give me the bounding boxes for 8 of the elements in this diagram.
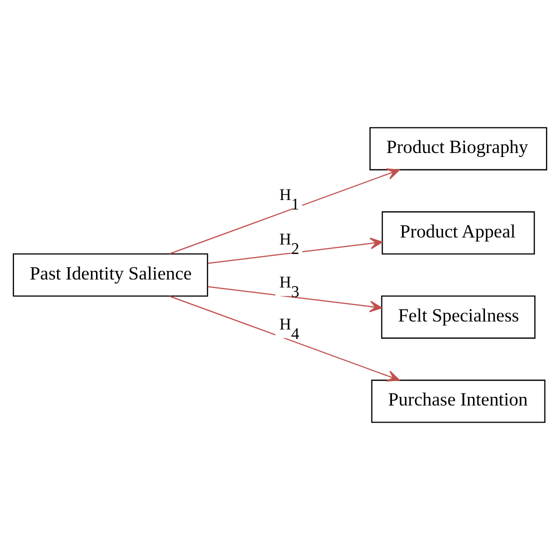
node-box: Purchase Intention (371, 380, 546, 423)
arrow (208, 286, 382, 312)
arrow (169, 296, 400, 382)
arrow (208, 238, 383, 264)
node-box: Past Identity Salience (12, 253, 208, 297)
node-box: Felt Specialness (381, 295, 536, 339)
node-box: Product Appeal (382, 211, 535, 255)
node-box: Product Biography (369, 127, 548, 170)
